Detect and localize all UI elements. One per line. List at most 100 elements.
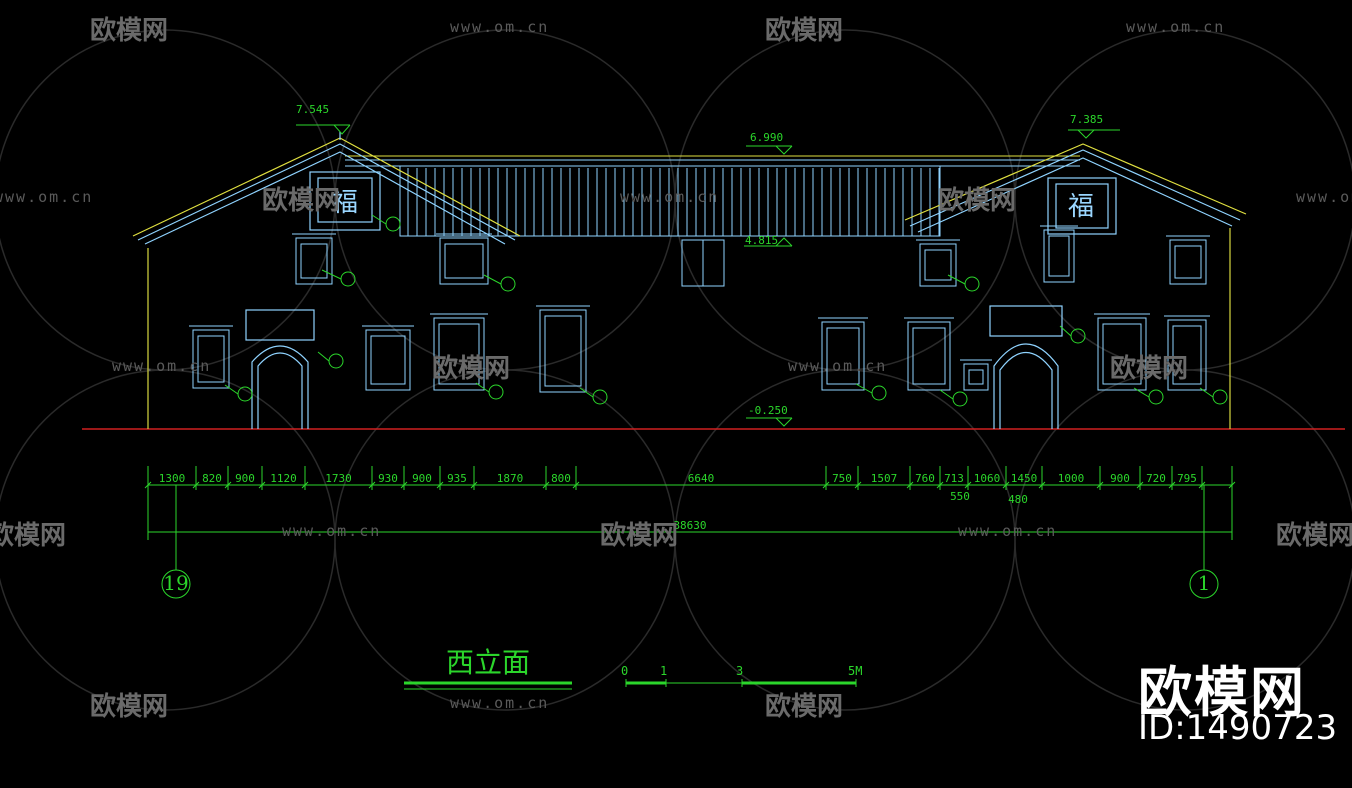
callout-marker xyxy=(964,276,980,292)
scale-label: 0 xyxy=(621,664,629,678)
outer-walls xyxy=(147,228,1231,429)
elevation-label: -0.250 xyxy=(748,404,788,417)
axis-label-right: 1 xyxy=(1197,571,1211,595)
watermark-logo: 欧模网 xyxy=(0,521,67,551)
callout-marker xyxy=(1212,389,1228,405)
brand-logo-text: 欧模网 xyxy=(1138,661,1306,724)
dimension-sub-label: 480 xyxy=(1008,493,1028,506)
window-panel xyxy=(433,317,485,391)
axis-label-left: 19 xyxy=(163,571,189,595)
dimension-lines xyxy=(144,466,1236,599)
dimension-label: 820 xyxy=(202,472,222,485)
dimension-label: 1507 xyxy=(870,472,898,485)
watermark-logo: 欧模网 xyxy=(90,16,169,46)
dimension-label: 900 xyxy=(412,472,432,485)
watermark-logo: 欧模网 xyxy=(1110,354,1189,384)
watermark-url: www.om.cn xyxy=(282,522,382,540)
scale-label: 1 xyxy=(660,664,668,678)
watermark-url: www.om.cn xyxy=(958,522,1058,540)
dimension-label: 1120 xyxy=(270,472,297,485)
window-panels xyxy=(189,225,1210,393)
callout-marker xyxy=(328,353,344,369)
watermark-url: www.om.cn xyxy=(788,357,888,375)
callout-marker xyxy=(952,391,968,407)
window-panel xyxy=(907,321,951,391)
watermark-url: www.om.cn xyxy=(1296,188,1352,206)
dimension-label: 900 xyxy=(235,472,255,485)
drawing-title: 西立面 xyxy=(445,646,530,679)
right-gable-ornament: 福 xyxy=(1068,192,1095,222)
dimension-sub-label: 550 xyxy=(950,490,970,503)
window-panel xyxy=(821,321,865,391)
central-door xyxy=(681,239,725,287)
callout-marker xyxy=(385,216,401,232)
dimension-label: 1300 xyxy=(158,472,186,485)
watermark-url: www.om.cn xyxy=(620,188,720,206)
window-panel xyxy=(963,363,989,391)
callout-marker xyxy=(500,276,516,292)
window-panel xyxy=(295,237,333,285)
watermark-logo: 欧模网 xyxy=(432,354,511,384)
elevation-markers xyxy=(296,124,1120,427)
left-gable-ornament: 福 xyxy=(332,188,359,218)
watermark-logo: 欧模网 xyxy=(938,186,1017,216)
watermark-url: www.om.cn xyxy=(1126,18,1226,36)
dimension-label: 760 xyxy=(915,472,935,485)
right-gable xyxy=(904,143,1247,235)
window-panel xyxy=(1169,239,1207,285)
elevation-label: 4.815 xyxy=(745,234,779,247)
dimension-label: 713 xyxy=(944,472,964,485)
window-panel xyxy=(919,243,957,287)
dimension-label: 795 xyxy=(1177,472,1197,485)
watermark-logo: 欧模网 xyxy=(262,186,341,216)
leader-callouts xyxy=(224,214,1228,407)
watermark-logo: 欧模网 xyxy=(1276,521,1352,551)
title-underline xyxy=(404,681,572,690)
central-roof xyxy=(345,155,1080,237)
scale-label: 3 xyxy=(736,664,744,678)
dimension-label: 6640 xyxy=(687,472,715,485)
brand-id: ID:1490723 xyxy=(1138,708,1338,748)
callout-marker xyxy=(1148,389,1164,405)
callout-marker xyxy=(871,385,887,401)
window-panel xyxy=(1167,319,1207,391)
scale-bar xyxy=(625,679,857,687)
dimension-label: 1870 xyxy=(496,472,524,485)
window-panel xyxy=(1097,317,1147,391)
callout-marker xyxy=(340,271,356,287)
dimension-label: 1730 xyxy=(325,472,352,485)
watermark-logo: 欧模网 xyxy=(600,521,679,551)
watermark-url: www.om.cn xyxy=(112,357,212,375)
watermark-logo: 欧模网 xyxy=(765,16,844,46)
arched-gates xyxy=(245,305,1063,429)
window-panel xyxy=(365,329,411,391)
window-panel xyxy=(192,329,230,389)
total-dimension: 38630 xyxy=(673,519,707,532)
window-panel xyxy=(539,309,587,393)
left-gable xyxy=(132,132,521,245)
elevation-label: 7.385 xyxy=(1070,113,1104,126)
callout-marker xyxy=(1070,328,1086,344)
dimension-label: 900 xyxy=(1110,472,1130,485)
watermark-url: www.om.cn xyxy=(450,18,550,36)
elevation-label: 6.990 xyxy=(750,131,784,144)
dimension-label: 750 xyxy=(832,472,852,485)
callout-marker xyxy=(237,386,253,402)
dimension-label: 935 xyxy=(447,472,467,485)
window-panel xyxy=(439,237,489,285)
dimension-label: 930 xyxy=(378,472,398,485)
watermark-circles xyxy=(0,29,1352,711)
elevation-label: 7.545 xyxy=(296,103,330,116)
watermark-logo: 欧模网 xyxy=(765,692,844,722)
watermark-url: www.om.cn xyxy=(0,188,94,206)
window-panel xyxy=(1043,229,1075,283)
dimension-label: 1060 xyxy=(973,472,1001,485)
callout-marker xyxy=(488,384,504,400)
dimension-label: 1450 xyxy=(1010,472,1038,485)
dimension-label: 720 xyxy=(1146,472,1166,485)
dimension-label: 800 xyxy=(551,472,571,485)
watermark-url: www.om.cn xyxy=(450,694,550,712)
dimension-label: 1000 xyxy=(1057,472,1085,485)
scale-label: 5M xyxy=(848,664,863,678)
